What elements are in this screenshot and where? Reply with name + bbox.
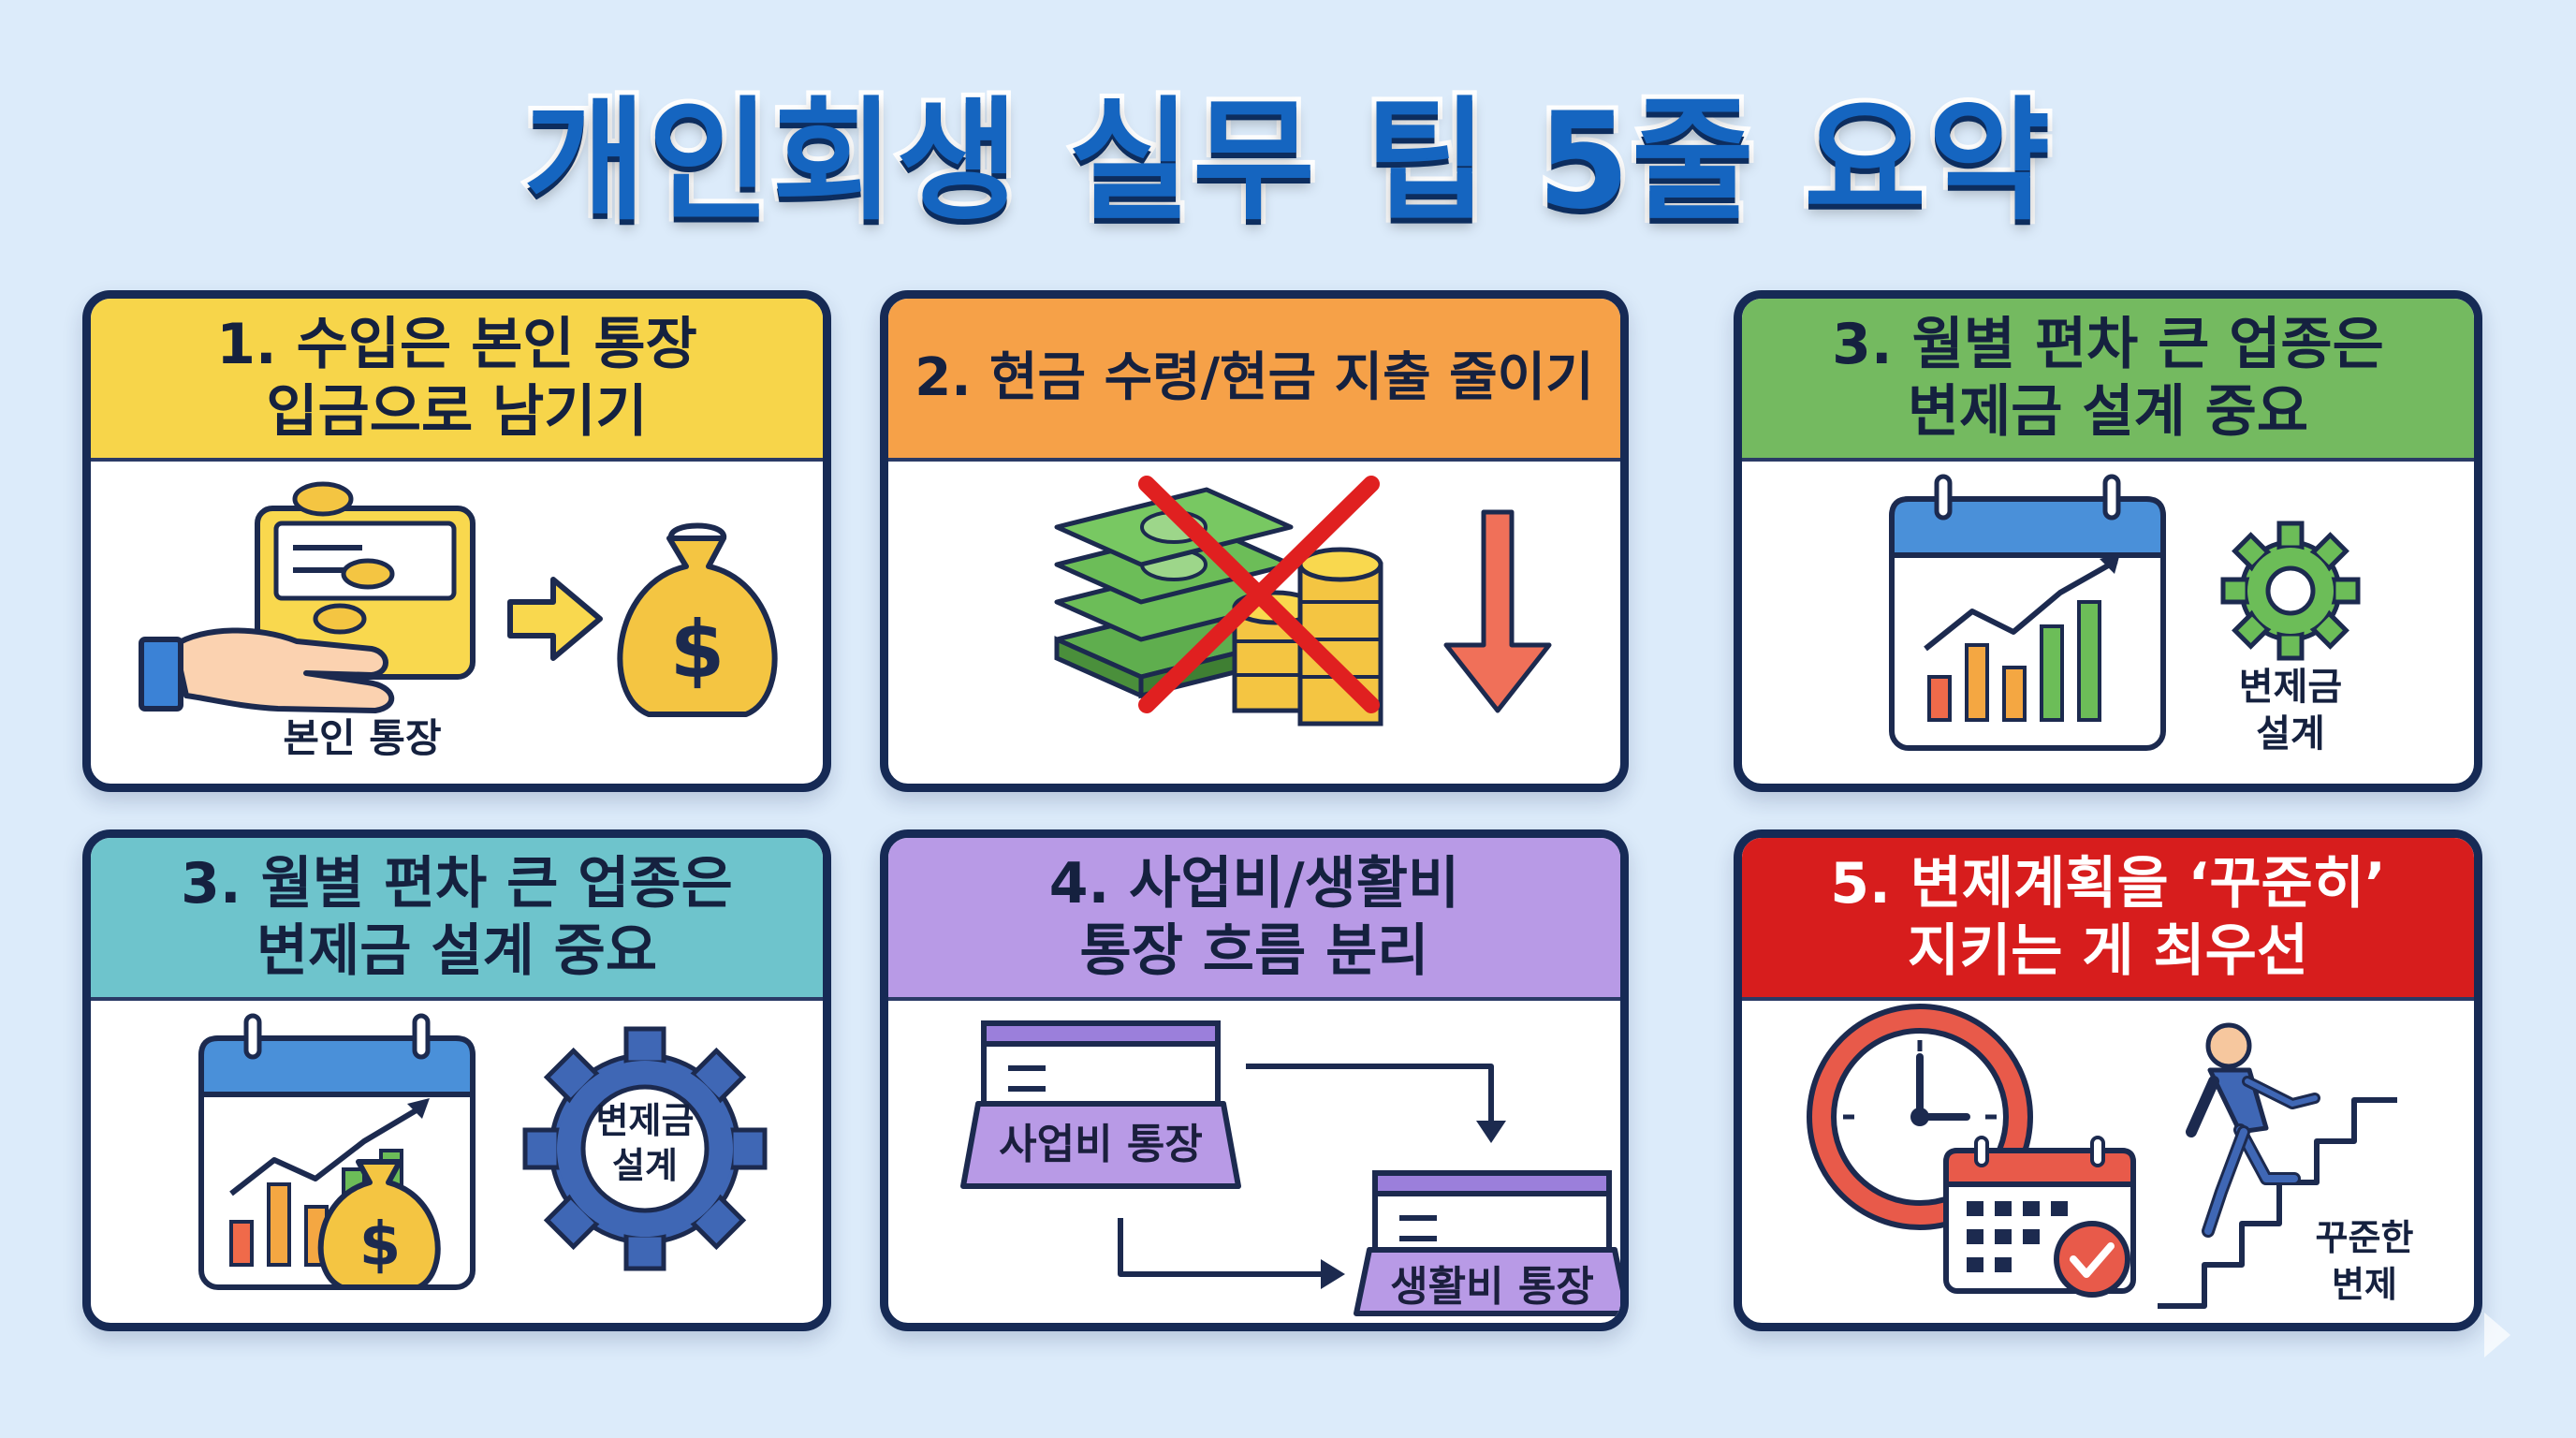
tip-card-5: 4. 사업비/생활비 통장 흐름 분리 [880, 829, 1629, 1331]
card-header: 5. 변제계획을 ‘꾸준히’ 지키는 게 최우선 [1742, 838, 2474, 1001]
card-icon [960, 1020, 1241, 1189]
card-illustration: $ 변제금 설계 [91, 1001, 823, 1323]
card-header: 4. 사업비/생활비 통장 흐름 분리 [888, 838, 1620, 1001]
tip-card-2: 2. 현금 수령/현금 지출 줄이기 [880, 290, 1629, 792]
card-heading-line: 3. 월별 편차 큰 업종은 [181, 851, 733, 917]
gear-icon [2220, 521, 2361, 661]
gear-label-line: 설계 [612, 1145, 678, 1186]
card-illustration: 꾸준한 변제 [1742, 1001, 2474, 1323]
money-bag-icon: $ [617, 522, 778, 717]
card-header: 3. 월별 편차 큰 업종은 변제금 설계 중요 [1742, 299, 2474, 462]
living-account-label: 생활비 통장 [1390, 1263, 1594, 1311]
card-illustration [888, 462, 1620, 784]
card-header: 1. 수입은 본인 통장 입금으로 남기기 [91, 299, 823, 462]
steady-repayment-label: 꾸준한 변제 [2294, 1214, 2435, 1308]
gear-label-line: 변제금 [595, 1100, 695, 1141]
card-heading-line: 2. 현금 수령/현금 지출 줄이기 [915, 347, 1594, 408]
arrow-right-icon [507, 577, 603, 661]
card-heading-line: 3. 월별 편차 큰 업종은 [1832, 312, 2384, 377]
card-heading-line: 통장 흐름 분리 [1079, 918, 1429, 984]
card-header: 3. 월별 편차 큰 업종은 변제금 설계 중요 [91, 838, 823, 1001]
card-illustration: 사업비 통장 생활비 통장 [888, 1001, 1620, 1323]
tip-card-1: 1. 수입은 본인 통장 입금으로 남기기 [82, 290, 831, 792]
card-illustration: 변제금 설계 [1742, 462, 2474, 784]
calendar-chart-icon [1889, 474, 2166, 751]
steady-label-line: 꾸준한 [2315, 1217, 2414, 1258]
gear-icon [522, 1026, 768, 1271]
person-climbing-stairs-icon [2158, 1022, 2397, 1309]
coin-icon [292, 481, 395, 635]
red-x-icon [1138, 476, 1380, 713]
calendar-check-icon [1943, 1136, 2136, 1298]
svg-text:$: $ [359, 1211, 402, 1280]
gear-label-line: 변제금 [2238, 666, 2343, 709]
card-illustration: $ 본인 통장 [91, 462, 823, 784]
card-heading-line: 변제금 설계 중요 [1907, 379, 2309, 445]
arrow-icon [1118, 1218, 1345, 1289]
page-title: 개인회생 실무 팁 5줄 요약 [520, 80, 2056, 243]
card-heading-line: 5. 변제계획을 ‘꾸준히’ [1830, 851, 2386, 917]
money-bag-icon: $ [317, 1159, 441, 1290]
arrow-icon [1246, 1064, 1506, 1143]
tip-card-4: 3. 월별 편차 큰 업종은 변제금 설계 중요 $ [82, 829, 831, 1331]
card-heading-line: 변제금 설계 중요 [256, 918, 658, 984]
svg-text:$: $ [670, 604, 724, 696]
business-account-label: 사업비 통장 [999, 1121, 1203, 1168]
gear-label: 변제금 설계 [579, 1098, 710, 1188]
card-heading-line: 4. 사업비/생활비 [1048, 851, 1460, 917]
card-heading-line: 입금으로 남기기 [266, 379, 648, 445]
account-label: 본인 통장 [283, 715, 442, 761]
card-heading-line: 지키는 게 최우선 [1907, 918, 2309, 984]
card-header: 2. 현금 수령/현금 지출 줄이기 [888, 299, 1620, 462]
gear-label: 변제금 설계 [2210, 664, 2371, 757]
chevron-right-icon [2484, 1313, 2510, 1357]
hand-coins-icon [139, 627, 395, 713]
tip-card-6: 5. 변제계획을 ‘꾸준히’ 지키는 게 최우선 [1734, 829, 2482, 1331]
tip-card-3: 3. 월별 편차 큰 업종은 변제금 설계 중요 [1734, 290, 2482, 792]
gear-label-line: 설계 [2256, 712, 2325, 756]
card-icon [1354, 1170, 1620, 1316]
arrow-down-icon [1443, 509, 1552, 713]
card-heading-line: 1. 수입은 본인 통장 [216, 312, 697, 377]
steady-label-line: 변제 [2332, 1264, 2397, 1305]
